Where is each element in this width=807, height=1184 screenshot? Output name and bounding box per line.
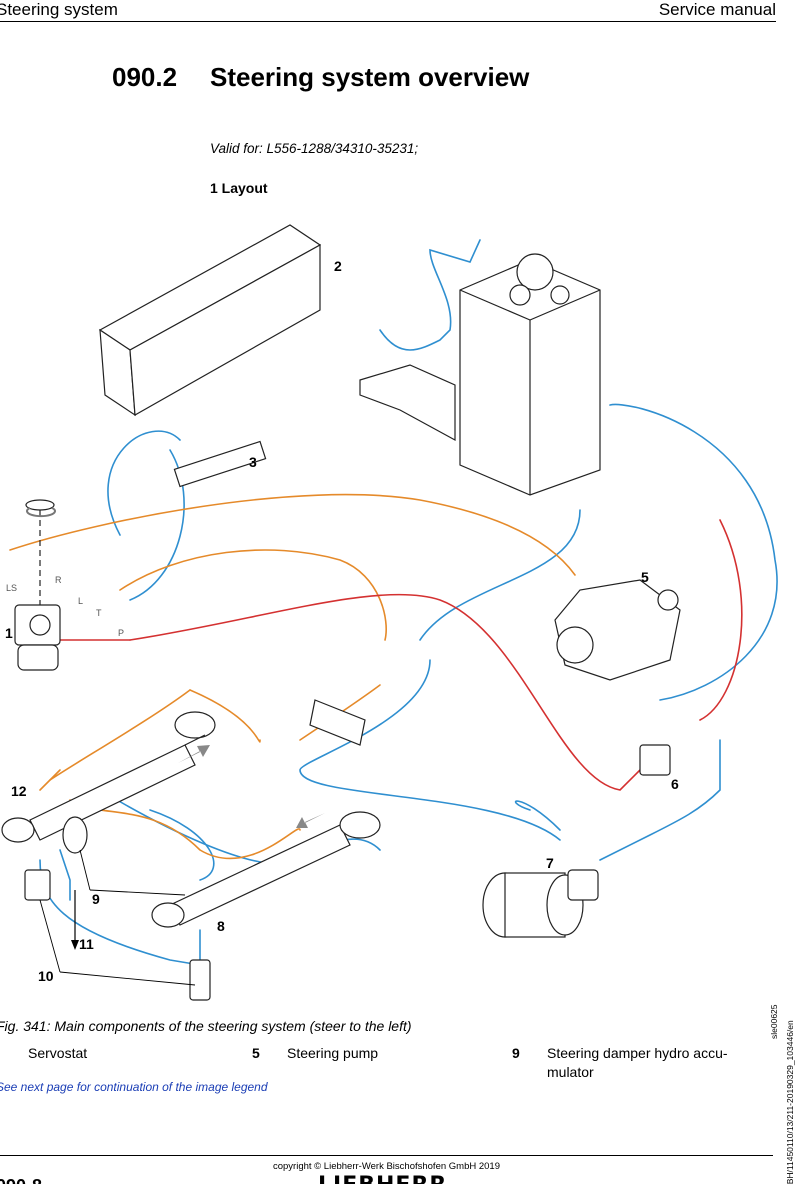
- callout-3: 3: [249, 454, 257, 470]
- callout-10: 10: [38, 968, 54, 984]
- callout-5: 5: [641, 569, 649, 585]
- callout-12: 12: [11, 783, 27, 799]
- port-label-r: R: [55, 575, 62, 585]
- legend-text: Steering pump: [287, 1045, 379, 1061]
- legend-text: Steering damper hydro accu- mulator: [547, 1045, 728, 1080]
- side-code: sle00625: [769, 1004, 779, 1039]
- section-title: Steering system overview: [210, 62, 530, 92]
- orange-hoses: [9, 493, 576, 860]
- legend-item-servostat: Servostat: [28, 1044, 87, 1063]
- legend-text: Servostat: [28, 1045, 88, 1061]
- callout-2: 2: [334, 258, 342, 274]
- section-number: 090.2: [112, 62, 178, 92]
- port-label-p: P: [118, 628, 124, 638]
- header-left: Steering system: [0, 0, 118, 19]
- subsection-title: 1 Layout: [210, 180, 268, 196]
- steering-system-diagram: 1 2 3 5 6 7 8 9 10 11 12 LS R L T P: [1, 224, 778, 1001]
- callout-1: 1: [5, 625, 13, 641]
- leader-lines: [39, 849, 196, 986]
- port-label-l: L: [78, 596, 83, 606]
- copyright: copyright © Liebherr-Werk Bischofshofen …: [272, 1161, 500, 1172]
- side-ref: LBH/11450110/13/211-20190329_103446/en: [785, 1020, 795, 1184]
- port-label-ls: LS: [6, 583, 17, 593]
- component-sketches: [1, 224, 681, 1001]
- direction-arrows: [26, 507, 325, 950]
- callout-8: 8: [217, 918, 225, 934]
- valid-for: Valid for: L556-1288/34310-35231;: [210, 141, 419, 156]
- callout-9: 9: [92, 891, 100, 907]
- header-right: Service manual: [658, 0, 776, 19]
- legend-number: 9: [512, 1045, 520, 1061]
- port-label-t: T: [96, 608, 102, 618]
- callout-11: 11: [79, 936, 94, 952]
- side-reference: sle00625 LBH/11450110/13/211-20190329_10…: [769, 1004, 795, 1184]
- callout-6: 6: [671, 776, 679, 792]
- page-number: 090-8: [0, 1176, 42, 1184]
- figure-caption: Fig. 341: Main components of the steerin…: [0, 1018, 412, 1034]
- callout-7: 7: [546, 855, 554, 871]
- page-header: Steering system Service manual: [0, 0, 776, 22]
- see-next-note: See next page for continuation of the im…: [0, 1080, 268, 1094]
- footer-rule: [0, 1155, 773, 1156]
- brand-logo: LIEBHERR: [318, 1173, 447, 1184]
- legend-number: 5: [252, 1045, 260, 1061]
- red-hoses: [59, 519, 743, 791]
